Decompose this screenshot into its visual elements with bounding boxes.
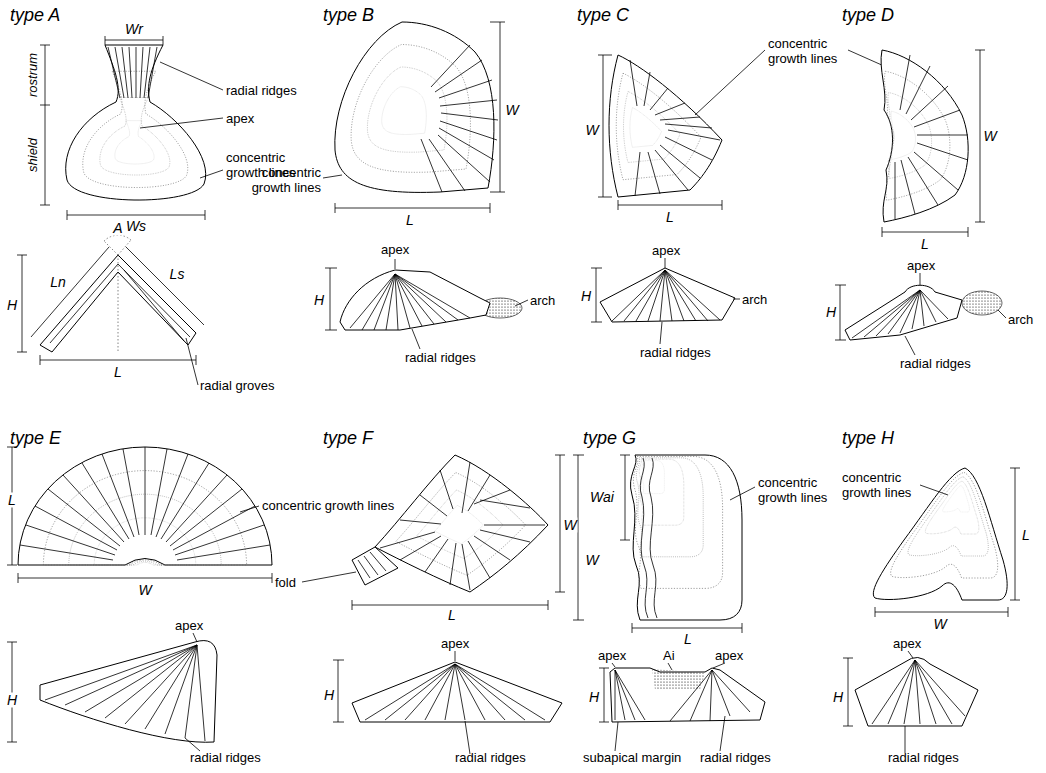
part-label: radial ridges bbox=[226, 83, 297, 98]
dimension-label: rostrum bbox=[25, 52, 40, 98]
type-title: type C bbox=[577, 5, 629, 25]
type-title: type F bbox=[323, 428, 373, 448]
dimension-label: L bbox=[7, 493, 17, 508]
dimension-label: W bbox=[137, 583, 152, 598]
dimension-label: L bbox=[113, 365, 123, 380]
dimension-label: W bbox=[982, 129, 997, 144]
type-a-figure bbox=[17, 36, 223, 385]
dimension-label: H bbox=[580, 289, 592, 304]
part-label: concentric growth lines bbox=[262, 498, 394, 513]
part-label: concentric growth lines bbox=[233, 165, 321, 195]
type-title: type G bbox=[583, 428, 636, 448]
dimension-label: H bbox=[323, 688, 335, 703]
part-label: apex bbox=[175, 618, 203, 633]
dimension-label: Ws bbox=[125, 219, 147, 234]
dimension-label: Wai bbox=[589, 490, 615, 505]
dimension-label: L bbox=[920, 237, 930, 252]
part-label: apex bbox=[893, 636, 921, 651]
part-label: concentric growth lines bbox=[842, 470, 922, 500]
part-label: apex bbox=[652, 243, 680, 258]
part-label: radial ridges bbox=[640, 345, 711, 360]
part-label: subapical margin bbox=[583, 750, 681, 765]
part-label: radial ridges bbox=[900, 356, 971, 371]
dimension-label: Wr bbox=[124, 22, 144, 37]
type-title: type D bbox=[842, 5, 894, 25]
type-title: type H bbox=[842, 428, 894, 448]
part-label: fold bbox=[275, 575, 296, 590]
dimension-label: W bbox=[504, 103, 519, 118]
part-label: arch bbox=[1008, 312, 1033, 327]
part-label: arch bbox=[530, 293, 555, 308]
dimension-label: H bbox=[6, 693, 18, 708]
type-b-figure bbox=[323, 22, 528, 349]
type-d-figure bbox=[835, 50, 1006, 355]
dimension-label: A bbox=[112, 221, 123, 236]
part-label: radial ridges bbox=[455, 750, 526, 765]
part-label: radial ridges bbox=[700, 750, 771, 765]
dimension-label: W bbox=[584, 553, 599, 568]
dimension-label: H bbox=[6, 298, 18, 313]
dimension-label: H bbox=[313, 293, 325, 308]
part-label: radial ridges bbox=[405, 350, 476, 365]
dimension-label: L bbox=[405, 213, 415, 228]
dimension-label: H bbox=[825, 305, 837, 320]
part-label: apex bbox=[715, 648, 743, 663]
type-title: type B bbox=[323, 5, 374, 25]
dimension-label: L bbox=[683, 632, 693, 647]
part-label: concentric growth lines bbox=[758, 475, 848, 505]
part-label: apex bbox=[598, 648, 626, 663]
dimension-label: Ls bbox=[169, 267, 186, 282]
type-title: type E bbox=[10, 428, 61, 448]
part-label: apex bbox=[381, 242, 409, 257]
type-title: type A bbox=[10, 5, 60, 25]
dimension-label: W bbox=[932, 617, 947, 632]
type-g-figure bbox=[573, 455, 765, 751]
dimension-label: Ln bbox=[49, 275, 67, 290]
dimension-label: H bbox=[832, 690, 844, 705]
part-label: apex bbox=[441, 636, 469, 651]
part-label: concentric growth lines bbox=[768, 36, 863, 66]
part-label: apex bbox=[907, 258, 935, 273]
part-label: arch bbox=[742, 292, 767, 307]
dimension-label: L bbox=[447, 608, 457, 623]
type-e-figure bbox=[7, 447, 272, 751]
dimension-label: L bbox=[1021, 528, 1031, 543]
dimension-label: W bbox=[584, 123, 599, 138]
part-label: Ai bbox=[663, 648, 675, 663]
dimension-label: H bbox=[588, 690, 600, 705]
dimension-label: L bbox=[665, 210, 675, 225]
type-h-figure bbox=[843, 468, 1020, 753]
part-label: apex bbox=[226, 111, 254, 126]
part-label: radial groves bbox=[200, 378, 274, 393]
dimension-label: W bbox=[562, 518, 577, 533]
part-label: radial ridges bbox=[190, 750, 261, 765]
dimension-label: shield bbox=[25, 137, 40, 173]
part-label: radial ridges bbox=[888, 750, 959, 765]
type-c-figure bbox=[591, 50, 893, 344]
